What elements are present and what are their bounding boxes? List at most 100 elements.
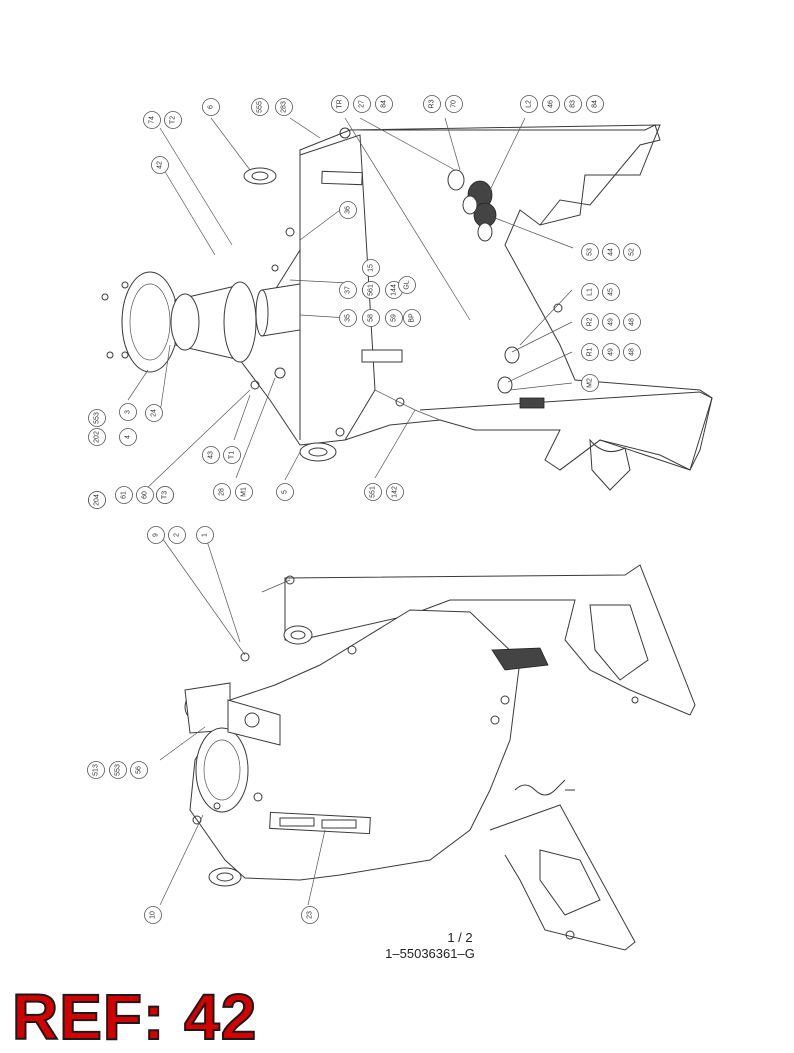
callout-t5-1-label: 46 [548,100,555,108]
callout-t17-3-label: 4 [125,435,132,439]
callout-t20-1: T1 [223,446,241,464]
motor-drum-end [223,281,257,363]
callout-t8-0-circle [339,281,357,299]
callout-t21-1-circle [235,483,253,501]
lifting-eye-bottom-2 [208,867,242,887]
callout-t3-2-circle [375,95,393,113]
callout-t14-1-label: 49 [608,318,615,326]
callout-b3-0: 23 [301,906,319,924]
valve-lower-2 [497,376,513,394]
callout-t11-0: 35 [339,309,357,327]
callout-t8-0: 37 [339,281,357,299]
callout-t5-0-label: L2 [526,100,533,108]
callout-t8-2-label: 15 [368,264,375,272]
callout-t2-0: 555 [251,98,269,116]
callout-t9-0: 561 [362,281,380,299]
bolts-bottom [192,575,639,940]
callout-b0-0-circle [147,526,165,544]
lifting-eye-bottom-1-hole [290,630,306,640]
callout-t3-0-circle [331,95,349,113]
slot-lower [361,349,403,363]
callout-b2-0-label: 10 [150,911,157,919]
callout-b3-0-circle [301,906,319,924]
callout-t11-3: BP [403,309,421,327]
callout-b1-1-circle [109,761,127,779]
callout-t11-2: 59 [385,309,403,327]
callout-t4-0: R3 [423,95,441,113]
callout-t6-0-label: 42 [157,161,164,169]
callout-t12-1-label: 44 [608,248,615,256]
callout-t17-0-circle [88,428,106,446]
callout-t23-0-circle [364,483,382,501]
callout-t17-3: 4 [119,428,137,446]
callout-t15-0: R1 [581,343,599,361]
motor-flange-top [121,271,179,373]
lower-arm-bottom-cut [539,849,601,916]
callout-t21-0: 28 [213,483,231,501]
callout-t5-2-label: 83 [570,100,577,108]
spring-coil-top [519,397,545,409]
callout-b1-2: 56 [130,761,148,779]
lifting-eye-upper [243,167,277,185]
callout-t15-2-label: 48 [629,348,636,356]
valve-cap-1 [447,169,465,191]
callout-t18-0-circle [145,404,163,422]
callout-t0-1-label: T2 [170,116,177,124]
callout-t14-2-label: 48 [629,318,636,326]
callout-t11-0-label: 35 [345,314,352,322]
callout-t11-1-circle [362,309,380,327]
callout-t19-5-circle [156,486,174,504]
callout-t8-2-circle [362,259,380,277]
lifting-eye-lower [299,442,337,462]
callout-b0-1-circle [168,526,186,544]
callout-t4-0-label: R3 [429,99,436,108]
callout-t20-0: 43 [202,446,220,464]
callout-t13-0: L1 [581,283,599,301]
callout-t5-3-circle [586,95,604,113]
callout-t5-3-label: 84 [592,100,599,108]
callout-t6-0: 42 [151,156,169,174]
lifting-eye-lower-hole [308,447,328,457]
callout-t17-2-label: 3 [125,410,132,414]
callout-b1-2-circle [130,761,148,779]
callout-t13-1-circle [602,283,620,301]
tank-body-bottom [184,682,231,734]
lifting-eye-bottom-1 [283,625,313,645]
callout-balloons: 74T26555283TR2784R370L246838442363714155… [87,95,641,924]
callout-b0-0-label: 9 [153,533,160,537]
callout-t5-3: 84 [586,95,604,113]
callout-t19-1-circle [88,491,106,509]
callout-t11-2-circle [385,309,403,327]
spring-bottom [514,779,575,796]
callout-t17-3-circle [119,428,137,446]
callout-b0-0: 9 [147,526,165,544]
valve-knob-bottom [244,712,260,728]
callout-t3-2: 84 [375,95,393,113]
callout-t13-0-label: L1 [587,288,594,296]
top-assembly-view [101,124,713,491]
callout-t18-0-label: 24 [151,409,158,417]
callout-t5-2-circle [564,95,582,113]
callout-t4-1-circle [445,95,463,113]
callout-t9-0-label: 561 [368,284,375,296]
motor-flange-bottom-inner [203,739,241,801]
callout-t5-1-circle [542,95,560,113]
callout-t23-1-circle [386,483,404,501]
callout-t16-0-circle [581,374,599,392]
callout-b1-0: 513 [87,761,105,779]
callout-t3-1-circle [353,95,371,113]
callout-t19-3: 60 [136,486,154,504]
callout-t19-5: T3 [156,486,174,504]
callout-t15-0-label: R1 [587,347,594,356]
valve-cap-2 [462,195,478,215]
callout-t7-0-circle [339,201,357,219]
callout-t1-0-circle [202,98,220,116]
callout-t17-1-circle [88,409,106,427]
callout-t2-1-circle [275,98,293,116]
lifting-eye-upper-hole [251,171,269,181]
upper-arm-cut [589,604,649,681]
callout-b1-0-circle [87,761,105,779]
valve-lower-1 [504,346,520,364]
callout-t19-2-label: 61 [121,491,128,499]
